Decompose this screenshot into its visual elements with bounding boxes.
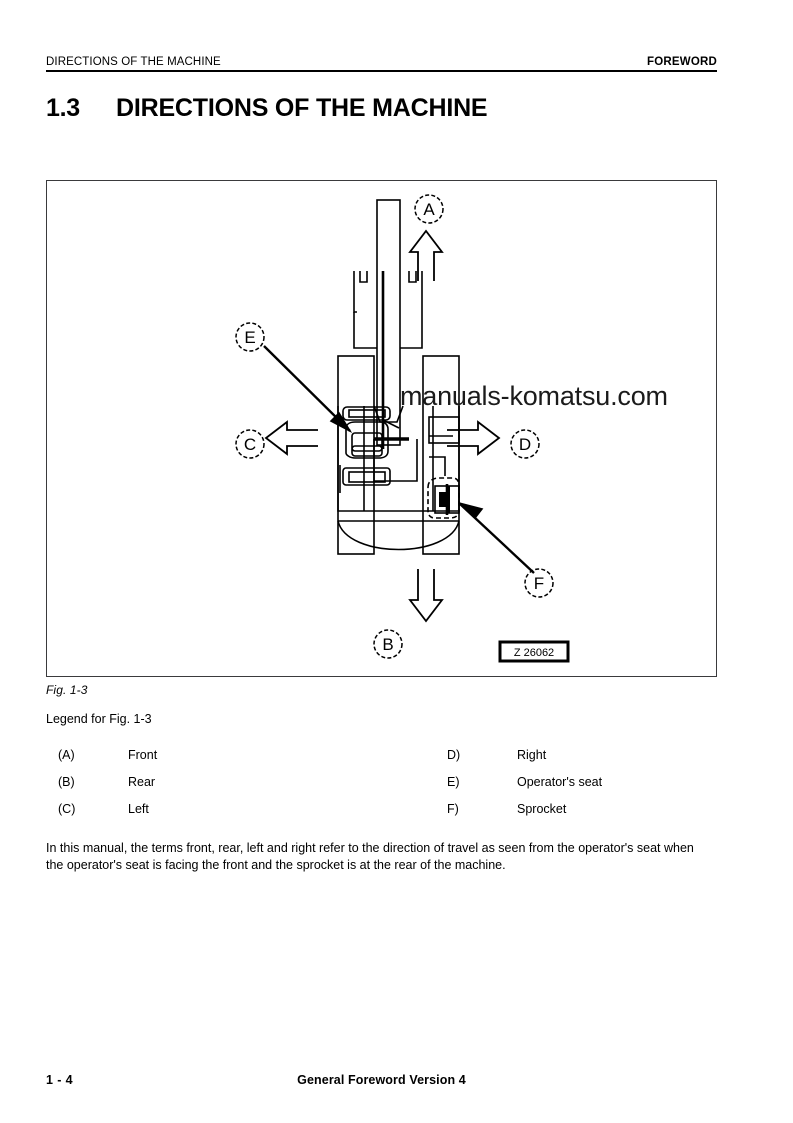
callout-circle-b: B: [373, 629, 403, 659]
legend-row: F) Sprocket: [447, 802, 602, 829]
callout-circle-e: E: [235, 322, 265, 352]
svg-text:B: B: [382, 635, 393, 654]
callout-circle-d: D: [510, 429, 540, 459]
legend-key: E): [447, 775, 460, 789]
callout-circle-a: A: [414, 194, 444, 224]
machine-top-view-drawing: A B C D: [235, 194, 570, 663]
legend-row: D) Right: [447, 748, 602, 775]
footer-center-text: General Foreword Version 4: [297, 1073, 466, 1087]
legend-value: Front: [128, 748, 158, 762]
svg-text:F: F: [534, 574, 544, 593]
figure-caption: Fig. 1-3: [46, 683, 88, 697]
body-paragraph: In this manual, the terms front, rear, l…: [46, 841, 694, 872]
section-title: DIRECTIONS OF THE MACHINE: [116, 94, 488, 122]
legend-value: Operator's seat: [517, 775, 603, 789]
legend-value: Sprocket: [517, 802, 567, 816]
svg-text:E: E: [244, 328, 255, 347]
svg-text:A: A: [423, 200, 435, 219]
figure-id-box: Z 26062: [498, 640, 570, 663]
legend-key: (C): [58, 802, 76, 816]
page-title: 1.3 DIRECTIONS OF THE MACHINE: [46, 94, 717, 123]
legend-column-right: D) Right E) Operator's seat F) Sprocket: [447, 748, 602, 829]
svg-text:D: D: [519, 435, 531, 454]
legend-value: Right: [517, 748, 547, 762]
legend-row: (C) Left: [58, 802, 157, 829]
legend-key: (A): [58, 748, 75, 762]
legend-value: Left: [128, 802, 149, 816]
legend-row: E) Operator's seat: [447, 775, 602, 802]
running-head: DIRECTIONS OF THE MACHINE FOREWORD: [46, 46, 717, 68]
page-footer: General Foreword Version 4 1 - 4: [46, 1073, 717, 1091]
legend-value: Rear: [128, 775, 156, 789]
legend-key: F): [447, 802, 459, 816]
callout-circle-c: C: [235, 429, 265, 459]
legend-row: (B) Rear: [58, 775, 157, 802]
legend-key: D): [447, 748, 461, 762]
legend-key: (B): [58, 775, 75, 789]
figure-frame: A B C D: [46, 180, 717, 677]
callout-circle-f: F: [524, 568, 554, 598]
legend-heading: Legend for Fig. 1-3: [46, 712, 152, 726]
footer-page-number: 1 - 4: [46, 1073, 74, 1087]
legend-column-left: (A) Front (B) Rear (C) Left: [58, 748, 157, 829]
running-head-left: DIRECTIONS OF THE MACHINE: [46, 56, 221, 68]
legend-row: (A) Front: [58, 748, 157, 775]
header-rule: [46, 70, 717, 72]
section-number: 1.3: [46, 94, 80, 122]
svg-text:C: C: [244, 435, 256, 454]
figure-id-text: Z 26062: [514, 647, 554, 659]
running-head-right: FOREWORD: [647, 56, 717, 68]
